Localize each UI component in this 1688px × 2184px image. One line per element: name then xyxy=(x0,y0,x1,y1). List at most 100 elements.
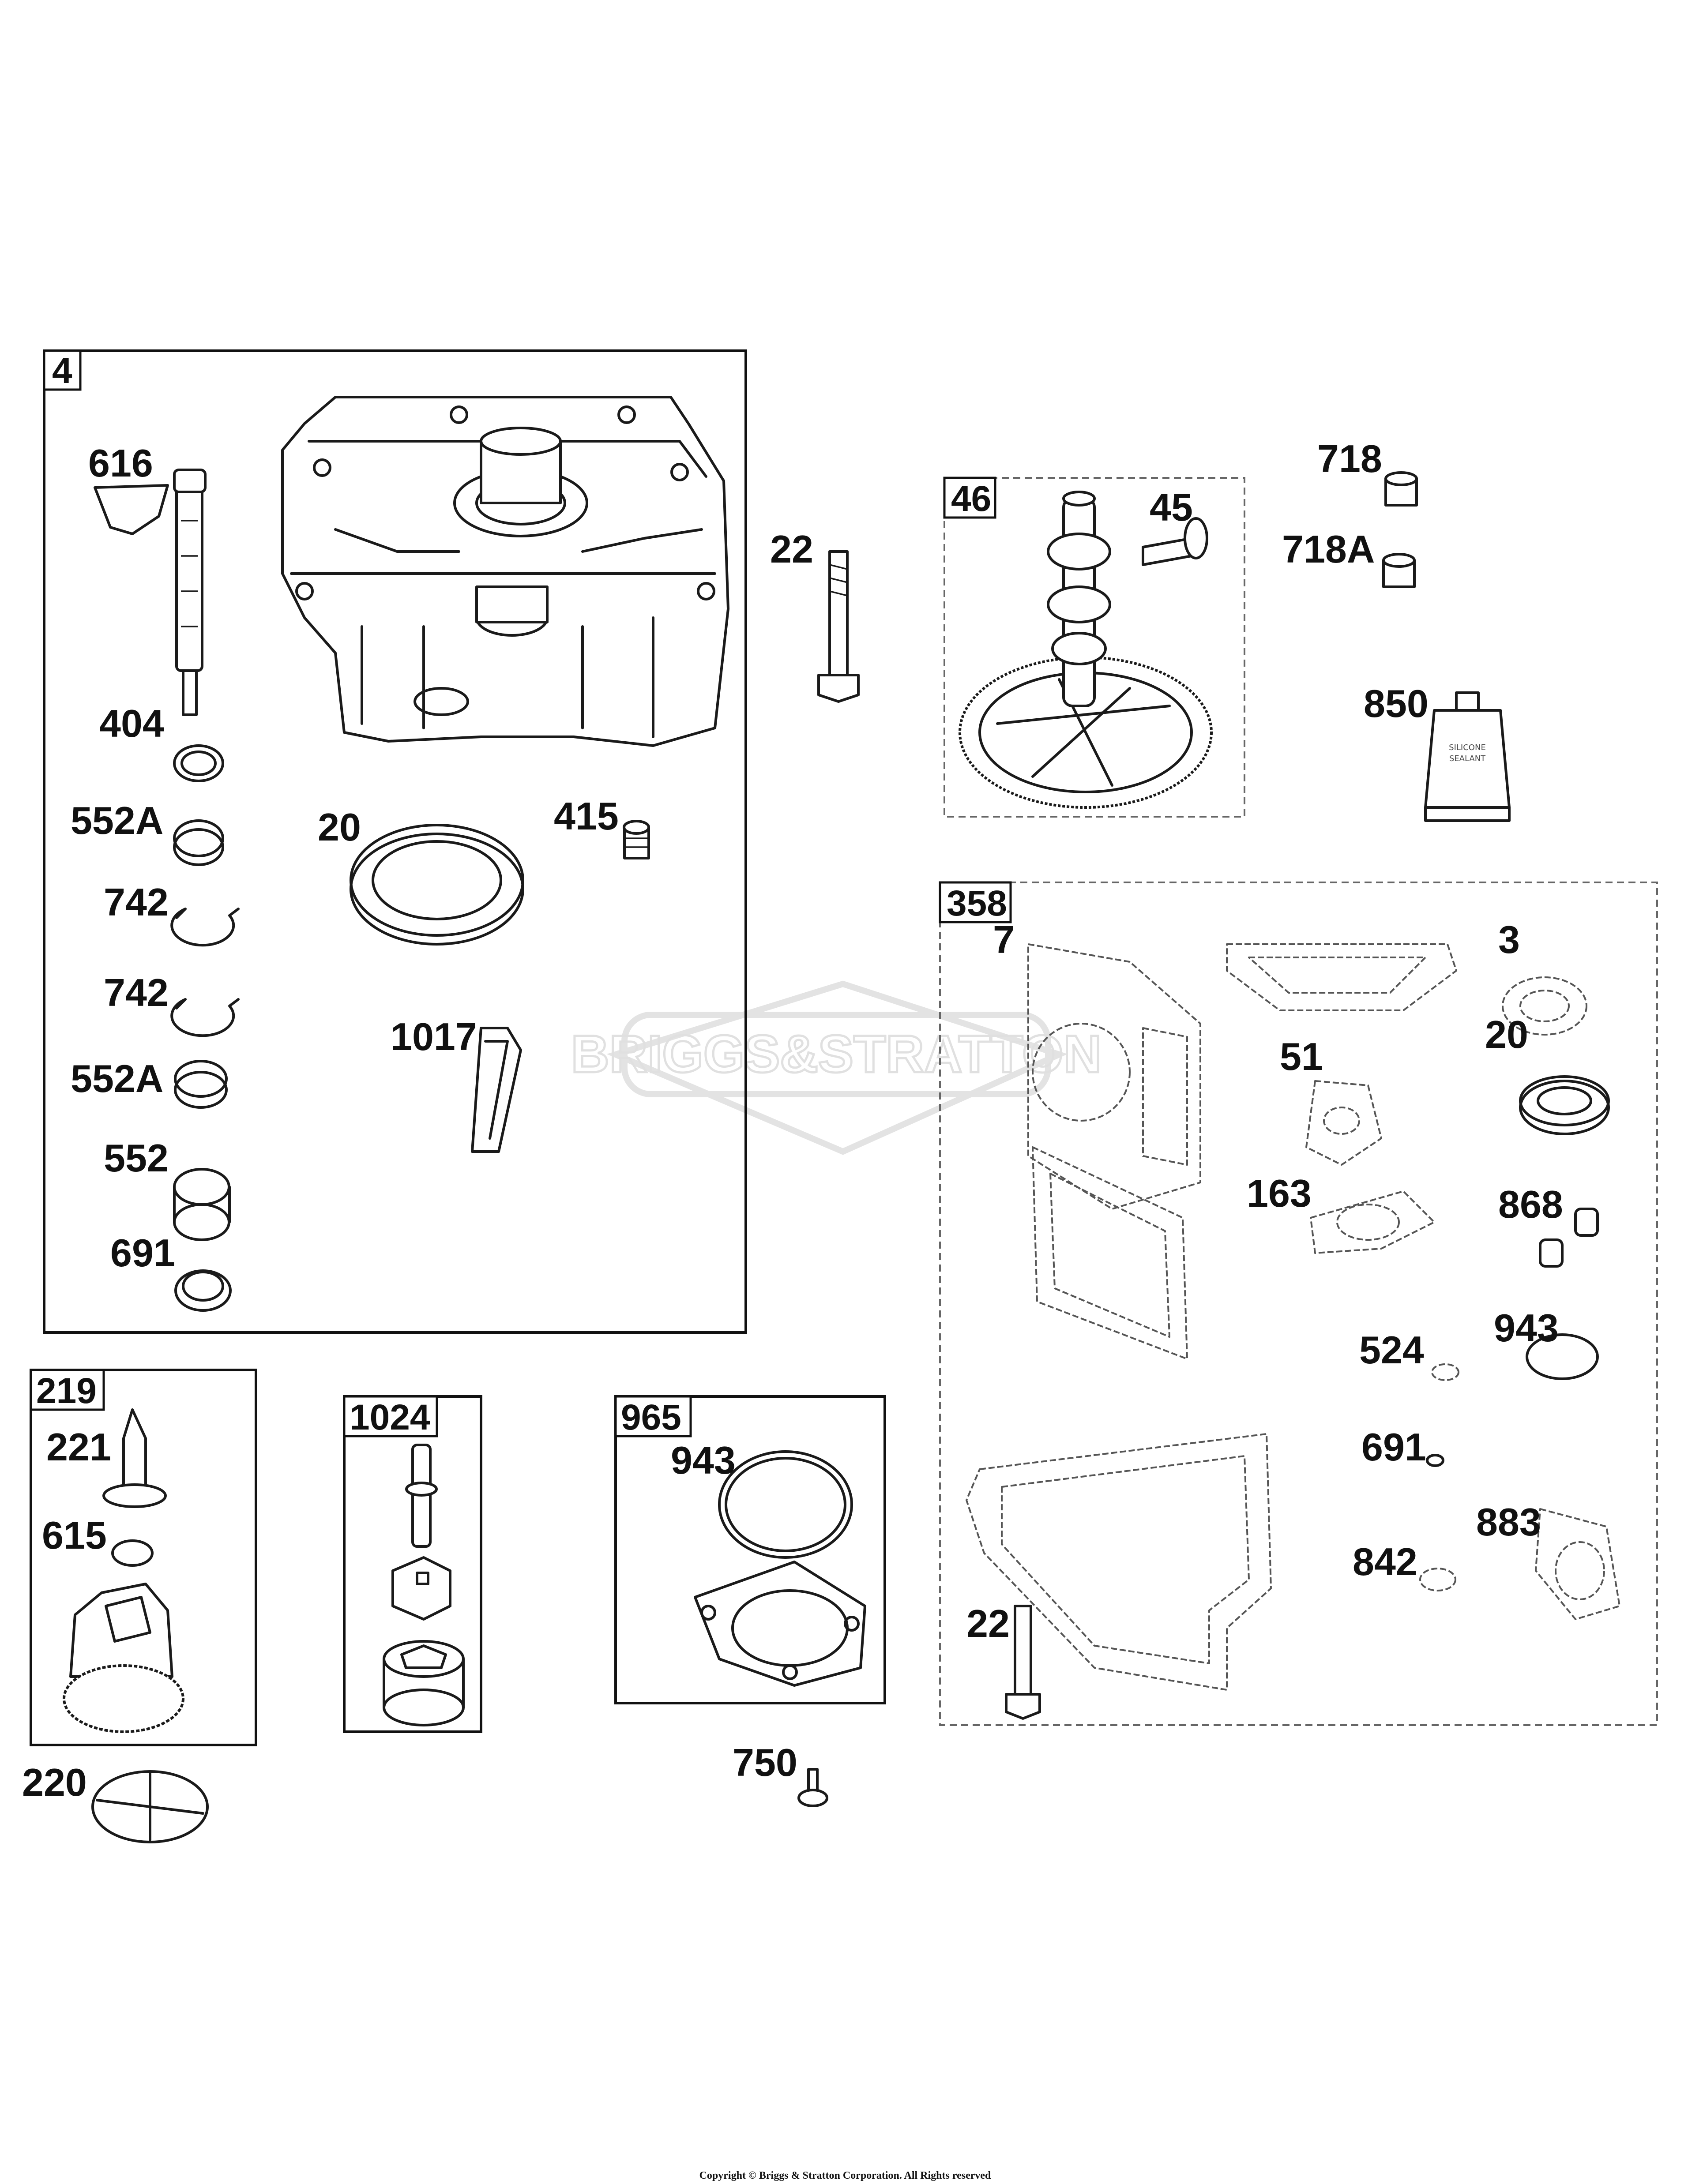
gasket-3[interactable] xyxy=(1502,976,1587,1036)
gasket-163[interactable] xyxy=(1310,1190,1435,1254)
callout-850[interactable]: 850 xyxy=(1364,682,1429,725)
brand-watermark: BRIGGS&STRATTON xyxy=(570,980,1103,1155)
callout-22-2[interactable]: 22 xyxy=(966,1602,1010,1645)
callout-552a-2[interactable]: 552A xyxy=(71,1057,163,1100)
oil-pump-outer-rotor[interactable] xyxy=(383,1640,465,1726)
bushing-552a-1[interactable] xyxy=(173,819,224,866)
gasket-842[interactable] xyxy=(1419,1568,1456,1591)
group-219-label: 219 xyxy=(36,1371,97,1411)
callout-615[interactable]: 615 xyxy=(42,1513,107,1557)
callout-3[interactable]: 3 xyxy=(1498,918,1520,961)
group-46-label: 46 xyxy=(951,479,991,519)
oil-seal-20-2[interactable] xyxy=(1519,1075,1610,1135)
tube-text-1: SILICONE xyxy=(1449,743,1486,752)
group-965-box xyxy=(614,1395,886,1704)
washer-615[interactable] xyxy=(111,1539,154,1567)
clip-742-1[interactable] xyxy=(170,908,240,947)
callout-45[interactable]: 45 xyxy=(1150,485,1193,529)
oil-pump-cover[interactable] xyxy=(694,1561,866,1687)
o-ring-943-2[interactable] xyxy=(718,1450,853,1559)
callout-943-2[interactable]: 943 xyxy=(671,1438,736,1482)
group-219-box xyxy=(30,1369,257,1746)
callout-868[interactable]: 868 xyxy=(1498,1182,1563,1226)
group-219-tag[interactable] xyxy=(30,1369,105,1411)
callout-7[interactable]: 7 xyxy=(993,918,1015,961)
group-4-label: 4 xyxy=(52,351,72,391)
bolt-22-1[interactable] xyxy=(817,550,860,703)
callout-943-1[interactable]: 943 xyxy=(1494,1306,1559,1350)
callout-718[interactable]: 718 xyxy=(1317,437,1382,480)
group-965-label: 965 xyxy=(621,1397,681,1437)
group-4-tag[interactable] xyxy=(43,349,82,391)
callout-20-1[interactable]: 20 xyxy=(318,805,361,849)
group-4-box xyxy=(43,349,747,1334)
bushing-552a-2[interactable] xyxy=(174,1060,228,1109)
callout-220[interactable]: 220 xyxy=(22,1760,87,1804)
gasket-524[interactable] xyxy=(1431,1363,1459,1381)
governor-gear[interactable] xyxy=(63,1583,184,1733)
pin-45[interactable] xyxy=(1142,517,1208,566)
callout-691-1[interactable]: 691 xyxy=(110,1231,175,1275)
callout-163[interactable]: 163 xyxy=(1247,1171,1312,1215)
callout-742-1[interactable]: 742 xyxy=(104,880,169,924)
valve-cover-gasket[interactable] xyxy=(1032,1146,1188,1360)
callout-750[interactable]: 750 xyxy=(733,1741,797,1784)
bushing-552[interactable] xyxy=(173,1168,231,1241)
callout-524[interactable]: 524 xyxy=(1359,1328,1424,1372)
callout-742-2[interactable]: 742 xyxy=(104,971,169,1014)
callout-20-2[interactable]: 20 xyxy=(1485,1013,1528,1056)
oil-pump-shaft[interactable] xyxy=(405,1444,438,1548)
head-gasket-7[interactable] xyxy=(1027,943,1201,1210)
callout-22-1[interactable]: 22 xyxy=(770,527,813,571)
filter-1017[interactable] xyxy=(471,1027,522,1153)
callout-842[interactable]: 842 xyxy=(1353,1540,1417,1584)
oil-pump-inner-rotor[interactable] xyxy=(391,1556,451,1621)
screw-750[interactable] xyxy=(797,1768,828,1807)
intake-gasket[interactable] xyxy=(1226,943,1457,1011)
dowel-718[interactable] xyxy=(1384,471,1418,507)
group-358-tag[interactable] xyxy=(939,881,1012,923)
cup-220[interactable] xyxy=(91,1770,209,1843)
group-1024-label: 1024 xyxy=(350,1397,430,1437)
group-46-tag[interactable] xyxy=(943,477,996,519)
callout-1017[interactable]: 1017 xyxy=(391,1015,477,1058)
callout-51[interactable]: 51 xyxy=(1280,1035,1323,1078)
group-1024-tag[interactable] xyxy=(343,1395,438,1437)
governor-shaft[interactable] xyxy=(94,469,207,716)
camshaft-gear[interactable] xyxy=(959,491,1213,809)
plug-415[interactable] xyxy=(623,820,650,859)
crankcase-cover[interactable] xyxy=(281,396,729,747)
callout-718a[interactable]: 718A xyxy=(1282,527,1375,571)
o-ring-943-1[interactable] xyxy=(1526,1333,1599,1380)
sealant-tube-850[interactable]: SILICONE SEALANT xyxy=(1424,691,1511,822)
governor-spool-221[interactable] xyxy=(102,1408,167,1508)
group-46-box xyxy=(944,477,1245,818)
clip-742-2[interactable] xyxy=(170,998,240,1037)
sump-gasket[interactable] xyxy=(966,1433,1272,1691)
gasket-883[interactable] xyxy=(1535,1508,1620,1620)
gasket-51[interactable] xyxy=(1305,1080,1382,1166)
group-358-label: 358 xyxy=(947,883,1007,923)
callout-691-2[interactable]: 691 xyxy=(1361,1425,1426,1469)
callout-labels: 616 404 552A 742 742 552A 552 691 20 415… xyxy=(22,437,1563,1804)
callout-616[interactable]: 616 xyxy=(88,441,153,485)
seal-691-2[interactable] xyxy=(1426,1454,1444,1467)
valve-seal-868[interactable] xyxy=(1539,1208,1599,1268)
callout-415[interactable]: 415 xyxy=(554,794,619,838)
group-358-box xyxy=(939,882,1658,1726)
copyright-notice: Copyright © Briggs & Stratton Corporatio… xyxy=(699,2170,991,2181)
callout-404[interactable]: 404 xyxy=(99,702,164,745)
seal-691-1[interactable] xyxy=(174,1269,232,1312)
tube-text-2: SEALANT xyxy=(1449,754,1486,763)
dowel-718a[interactable] xyxy=(1382,553,1416,588)
callout-552[interactable]: 552 xyxy=(104,1136,169,1180)
group-965-tag[interactable] xyxy=(614,1395,692,1437)
oil-seal-20-1[interactable] xyxy=(350,824,524,946)
watermark-text: BRIGGS&STRATTON xyxy=(571,1024,1102,1084)
washer-404[interactable] xyxy=(173,744,224,782)
callout-552a-1[interactable]: 552A xyxy=(71,799,163,842)
callout-221[interactable]: 221 xyxy=(46,1425,111,1469)
bolt-22-2[interactable] xyxy=(1005,1605,1041,1720)
callout-883[interactable]: 883 xyxy=(1476,1500,1541,1544)
